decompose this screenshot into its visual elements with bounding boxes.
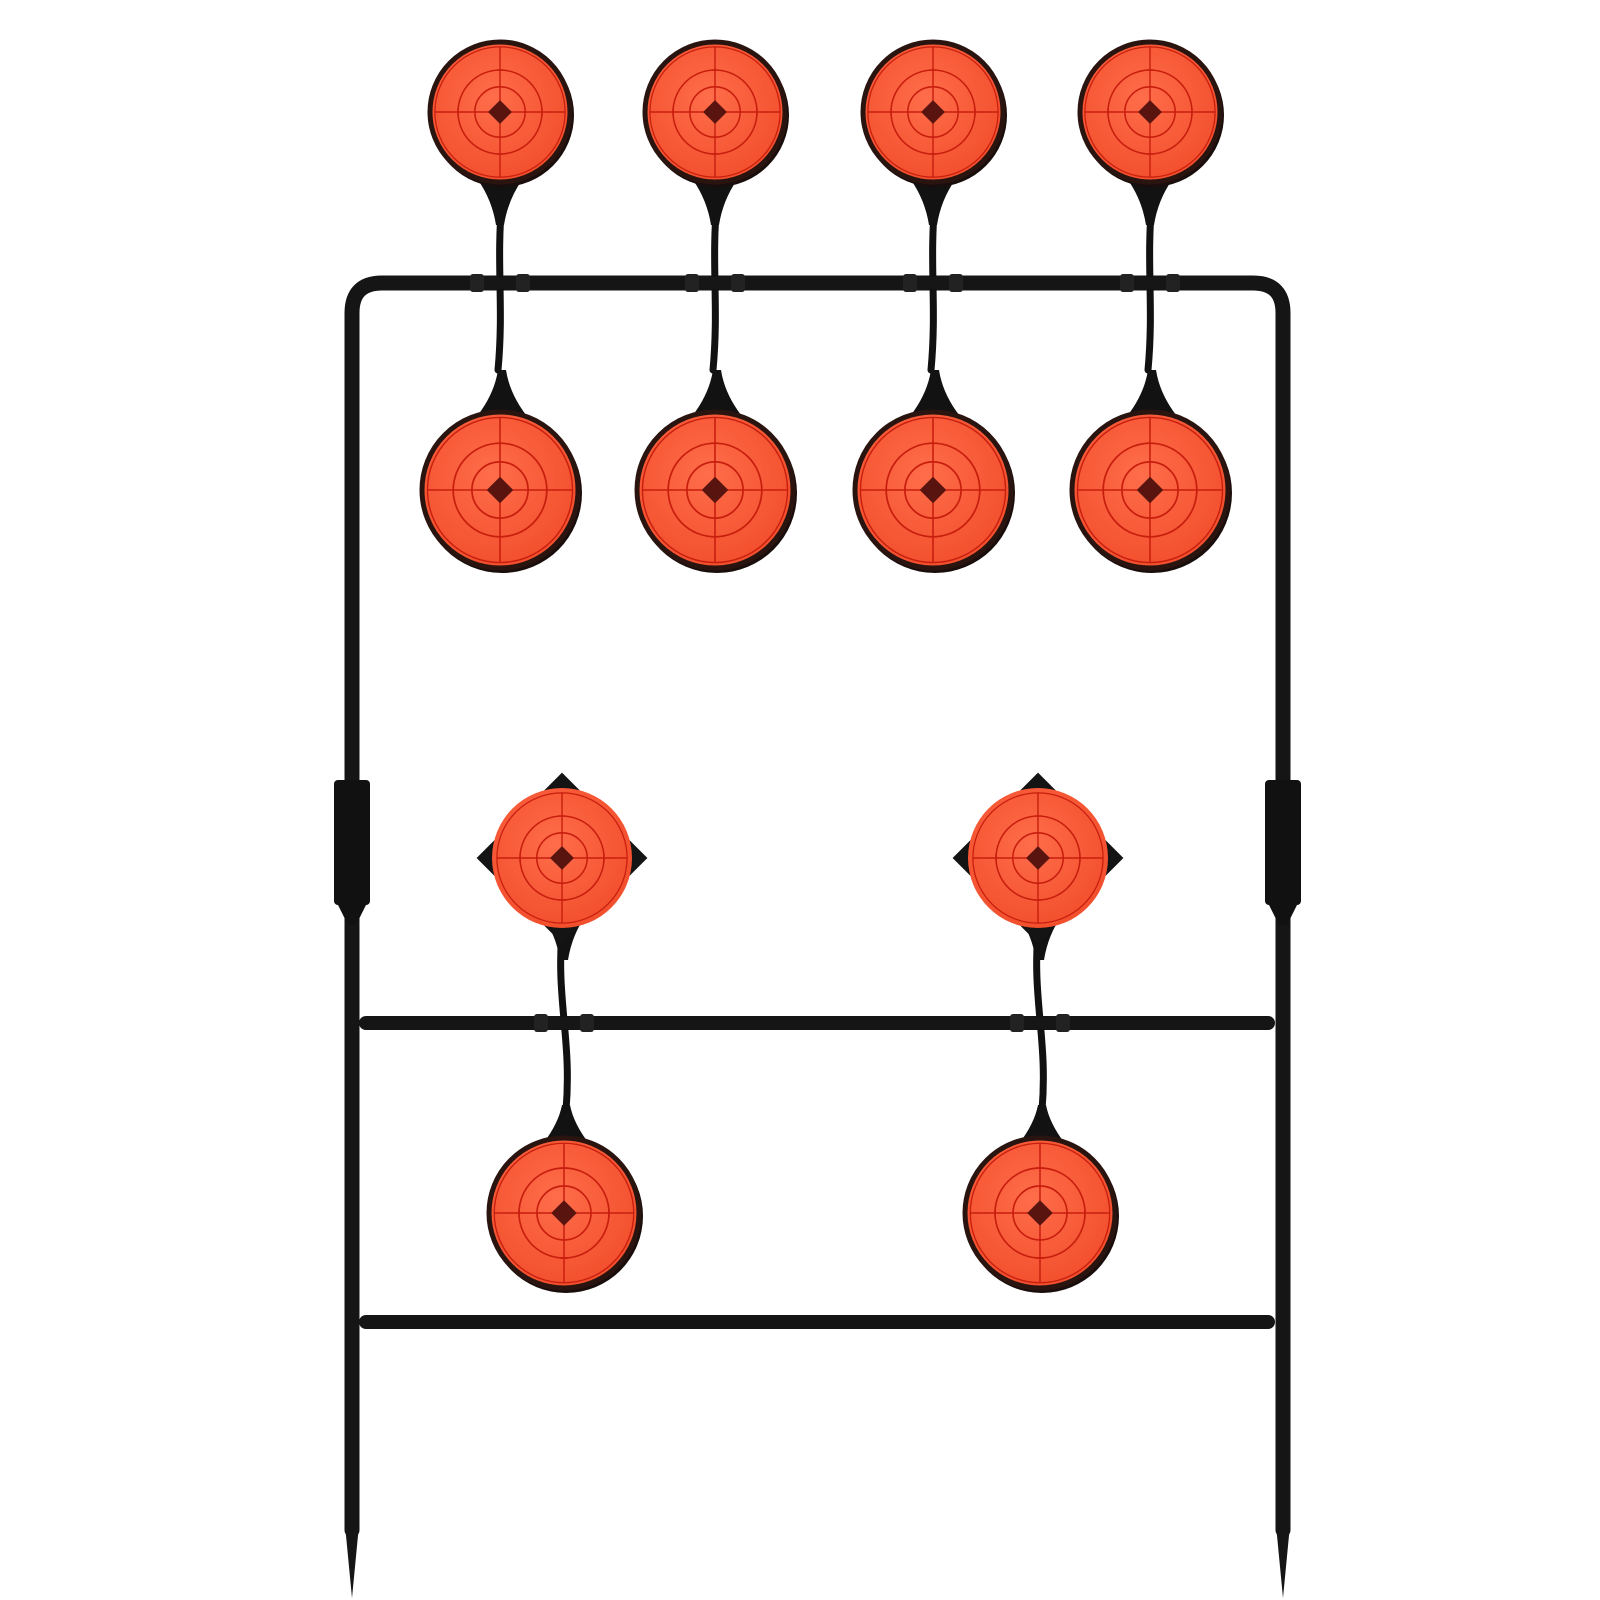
lower-target-row (477, 773, 1124, 1293)
bottom-round-target (1072, 412, 1232, 573)
pivot-collar (1010, 1014, 1070, 1032)
left-sleeve-taper (338, 905, 366, 925)
pivot-collar (1120, 274, 1180, 292)
pivot-collar (903, 274, 963, 292)
bottom-round-target (489, 1138, 643, 1293)
pivot-collar (470, 274, 530, 292)
upper-target-row (422, 42, 1232, 573)
paddle-neck-bottom (907, 370, 963, 420)
top-round-target (1080, 42, 1224, 187)
bottom-round-target (637, 412, 797, 573)
paddle-neck-bottom (474, 370, 530, 420)
lower-paddle-1 (477, 773, 648, 1293)
top-round-target (645, 42, 789, 187)
leg-spikes (345, 1525, 1290, 1598)
pivot-collar (685, 274, 745, 292)
left-sleeve (334, 780, 370, 905)
frame (344, 275, 1291, 1538)
bottom-round-target (965, 1138, 1119, 1293)
top-round-target (863, 42, 1007, 187)
upper-paddle-2 (637, 42, 797, 573)
paddle-neck-top (478, 180, 522, 225)
paddle-neck-top (1128, 180, 1172, 225)
pivot-collar (534, 1014, 594, 1032)
paddle-neck-top (693, 180, 737, 225)
side-sleeves (334, 780, 1301, 925)
bottom-round-target (422, 412, 582, 573)
paddle-neck-bottom (1124, 370, 1180, 420)
top-diamond-target (953, 773, 1124, 944)
bottom-round-target (855, 412, 1015, 573)
right-sleeve-taper (1269, 905, 1297, 925)
upper-paddle-3 (855, 42, 1015, 573)
upper-paddle-1 (422, 42, 582, 573)
right-spike (1276, 1525, 1290, 1598)
right-sleeve (1265, 780, 1301, 905)
paddle-neck-bottom (689, 370, 745, 420)
left-spike (345, 1525, 359, 1598)
lower-paddle-2 (953, 773, 1124, 1293)
frame-outer (344, 275, 1291, 1538)
top-round-target (430, 42, 574, 187)
top-diamond-target (477, 773, 648, 944)
upper-paddle-4 (1072, 42, 1232, 573)
paddle-neck-top (911, 180, 955, 225)
